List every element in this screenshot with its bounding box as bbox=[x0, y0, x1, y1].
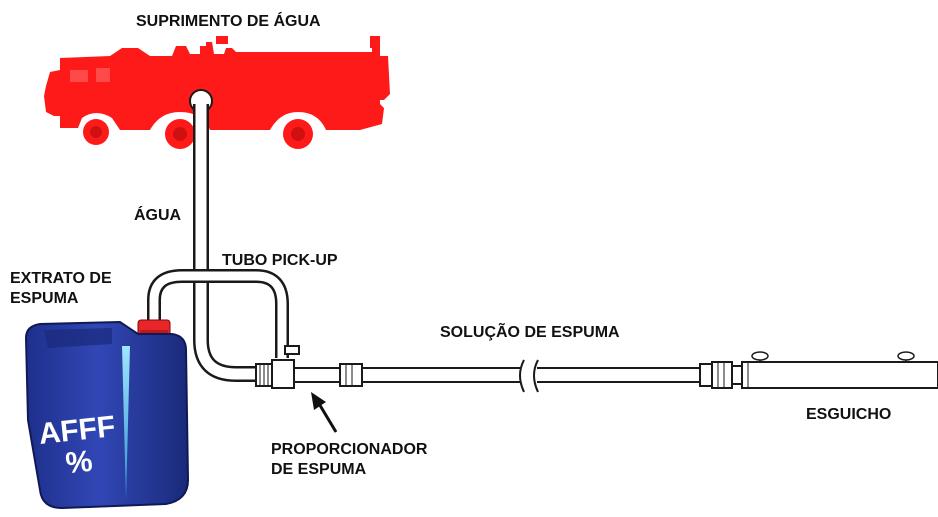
foam-jug-icon: AFFF % bbox=[24, 319, 190, 510]
water-pipe bbox=[193, 104, 270, 382]
fire-truck-icon bbox=[44, 36, 390, 149]
label-pickup-tube: TUBO PICK-UP bbox=[222, 252, 338, 269]
label-foam-concentrate-line2: ESPUMA bbox=[10, 290, 79, 307]
label-foam-solution: SOLUÇÃO DE ESPUMA bbox=[440, 324, 620, 341]
label-foam-concentrate-line1: EXTRATO DE bbox=[10, 270, 112, 287]
container-label-percent: % bbox=[64, 445, 94, 481]
pointer-arrow-icon bbox=[311, 392, 338, 433]
foam-solution-hose bbox=[361, 359, 703, 393]
label-water: ÁGUA bbox=[134, 207, 182, 224]
foam-proportioner bbox=[255, 359, 363, 389]
nozzle bbox=[699, 351, 938, 389]
label-nozzle: ESGUICHO bbox=[806, 406, 892, 423]
label-proportioner-line2: DE ESPUMA bbox=[271, 461, 367, 478]
label-proportioner-line1: PROPORCIONADOR bbox=[271, 441, 428, 458]
pickup-tube bbox=[147, 269, 300, 358]
container-label-afff: AFFF bbox=[37, 410, 117, 451]
label-water-supply: SUPRIMENTO DE ÁGUA bbox=[136, 13, 321, 30]
